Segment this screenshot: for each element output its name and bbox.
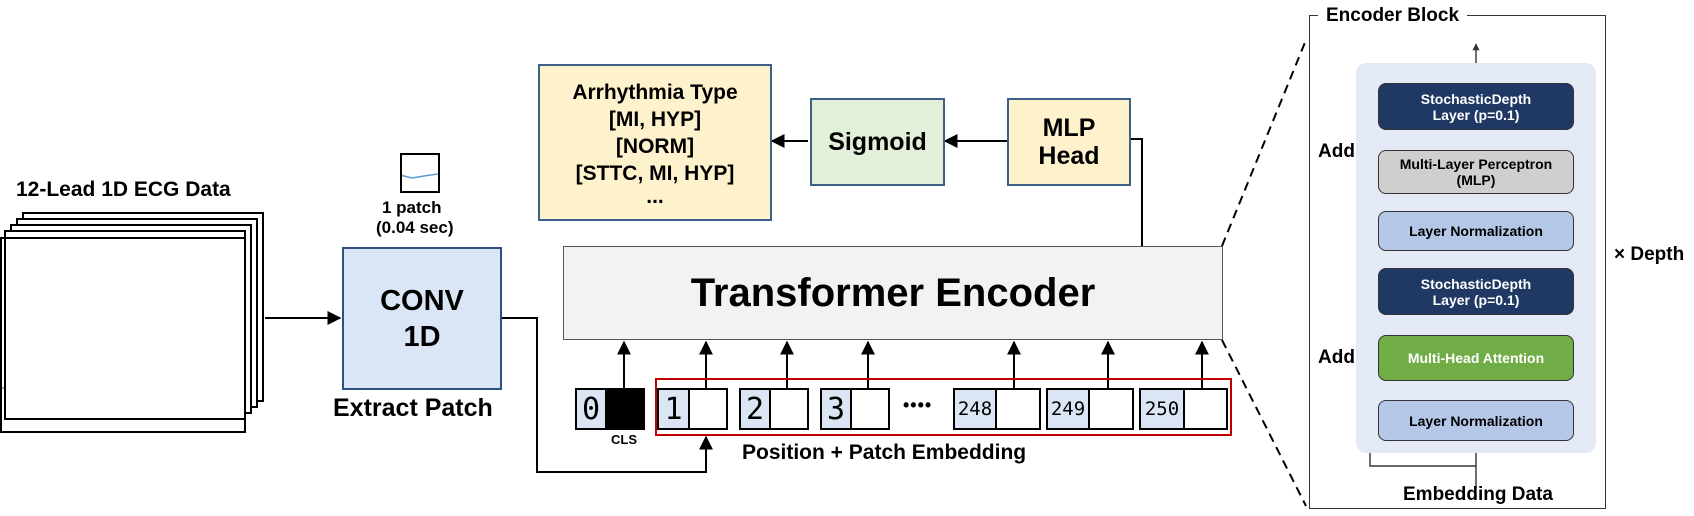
cls-position-token: 0 (575, 388, 607, 430)
patch-position-token: 248 (953, 388, 997, 430)
stochastic-depth-label: StochasticDepth Layer (p=0.1) (1420, 90, 1532, 123)
patch-embedding-group (655, 378, 1232, 436)
encoder-block-title: Encoder Block (1318, 5, 1468, 27)
patch-token (688, 388, 728, 430)
patch-index: 1 (664, 391, 683, 427)
patch-count-label: 1 patch (382, 198, 442, 217)
embedding-caption: Position + Patch Embedding (742, 441, 1027, 464)
sigmoid-label: Sigmoid (828, 127, 927, 156)
zoom-line-top (1221, 39, 1307, 247)
zoom-line-bottom (1221, 339, 1307, 507)
patch-index: 249 (1050, 398, 1086, 420)
add-label-top: Add (1318, 141, 1355, 162)
patch-token (1088, 388, 1134, 430)
transformer-encoder-label: Transformer Encoder (690, 270, 1096, 315)
layer-normalization-label: Layer Normalization (1409, 412, 1543, 429)
patch-index: 3 (826, 391, 846, 427)
patch-position-token: 3 (820, 388, 852, 430)
mlp-head-label-line2: Head (1038, 142, 1100, 170)
patch-token (1183, 388, 1228, 430)
patch-preview (400, 153, 440, 193)
ecg-front-page (0, 237, 246, 433)
multi-head-attention-label: Multi-Head Attention (1407, 350, 1545, 366)
conv1d-block: CONV 1D (342, 247, 502, 390)
conv1d-label-line1: CONV (380, 284, 464, 317)
patch-token (769, 388, 809, 430)
transformer-encoder-block: Transformer Encoder (563, 246, 1223, 340)
arrhythmia-output-box: Arrhythmia Type [MI, HYP] [NORM] [STTC, … (538, 64, 772, 221)
output-line: ... (646, 184, 664, 208)
token-arrows (617, 340, 1209, 388)
cls-index: 0 (581, 391, 601, 427)
stochastic-depth-layer-bottom: StochasticDepth Layer (p=0.1) (1378, 268, 1574, 315)
mlp-layer: Multi-Layer Perceptron (MLP) (1378, 150, 1574, 194)
patch-position-token: 250 (1139, 388, 1185, 430)
layer-normalization-top: Layer Normalization (1378, 211, 1574, 251)
layer-normalization-bottom: Layer Normalization (1378, 400, 1574, 441)
depth-label: × Depth (1614, 244, 1685, 265)
output-line: [STTC, MI, HYP] (575, 161, 735, 185)
conv1d-label-line2: 1D (403, 320, 441, 353)
token-ellipsis: •••• (903, 395, 933, 415)
extract-patch-caption: Extract Patch (333, 394, 493, 422)
patch-index: 248 (957, 398, 993, 420)
patch-preview-signal (399, 173, 439, 179)
embedding-data-label: Embedding Data (1403, 484, 1553, 505)
mlp-head-block: MLP Head (1007, 98, 1131, 186)
mlp-head-label-line1: MLP (1042, 114, 1096, 142)
arrow-transformer-to-mlp-head (1130, 138, 1143, 246)
patch-token (850, 388, 890, 430)
sigmoid-block: Sigmoid (810, 98, 945, 186)
patch-position-token: 249 (1046, 388, 1090, 430)
ecg-title: 12-Lead 1D ECG Data (16, 178, 231, 201)
cls-label: CLS (611, 432, 637, 447)
layer-normalization-label: Layer Normalization (1409, 223, 1543, 239)
patch-duration-label: (0.04 sec) (376, 218, 454, 237)
output-line: [MI, HYP] (608, 107, 702, 131)
patch-index: 250 (1144, 398, 1180, 420)
stochastic-depth-label: StochasticDepth Layer (p=0.1) (1420, 275, 1532, 308)
patch-position-token: 1 (657, 388, 690, 430)
patch-index: 2 (745, 391, 765, 427)
arrow-conv-to-embedding (502, 317, 713, 473)
output-line: Arrhythmia Type (572, 80, 738, 104)
patch-position-token: 2 (739, 388, 771, 430)
output-line: [NORM] (615, 134, 695, 158)
multi-head-attention-layer: Multi-Head Attention (1378, 335, 1574, 381)
add-label-bottom: Add (1318, 347, 1355, 368)
mlp-layer-label: Multi-Layer Perceptron (MLP) (1399, 156, 1553, 188)
stochastic-depth-layer-top: StochasticDepth Layer (p=0.1) (1378, 83, 1574, 130)
patch-token (995, 388, 1041, 430)
cls-token (605, 388, 645, 430)
